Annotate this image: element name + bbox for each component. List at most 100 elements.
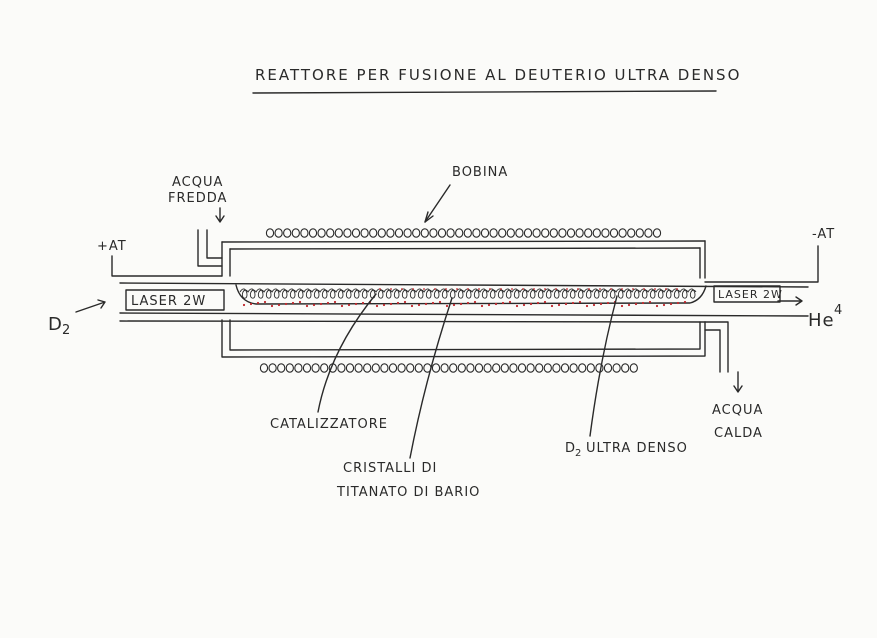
red-dot <box>277 303 281 307</box>
red-dot <box>312 303 316 307</box>
red-dot <box>401 288 403 290</box>
coil-loop <box>566 228 576 238</box>
coil-loop <box>274 228 283 238</box>
coil-loop <box>523 228 533 238</box>
red-dot <box>648 300 652 304</box>
red-dot <box>478 288 480 290</box>
coil-loop <box>592 228 601 238</box>
red-dot <box>375 304 379 308</box>
red-dot <box>566 288 568 290</box>
coil-loop <box>397 363 406 373</box>
red-dot <box>354 302 358 306</box>
coil-loop <box>621 363 630 373</box>
coil-loop <box>394 228 404 238</box>
coil-loop <box>334 228 343 238</box>
acqua-calda-label-line2: CALDA <box>714 426 763 441</box>
red-dot <box>412 288 414 290</box>
coil-loop <box>300 228 309 238</box>
coil-loop <box>515 228 524 238</box>
coil-loop <box>560 363 570 373</box>
red-dot <box>500 288 502 290</box>
coil-loop <box>627 228 636 238</box>
coil-loop <box>285 363 294 373</box>
cold-inlet-pipe-outer <box>197 229 223 267</box>
coil-loop <box>277 363 286 373</box>
coil-loop <box>351 228 361 238</box>
red-dot <box>578 300 582 304</box>
red-dot <box>256 301 260 305</box>
coil-loop <box>363 363 372 373</box>
jacket-bottom-outer <box>221 319 706 358</box>
coil-loop <box>354 363 363 373</box>
red-dot <box>669 302 673 306</box>
coil-loop <box>343 228 352 238</box>
coil-loop <box>380 363 389 373</box>
coil-loop <box>455 228 464 238</box>
coil-loop <box>377 228 386 238</box>
red-dot <box>396 301 400 305</box>
helix-path <box>239 288 697 299</box>
coil-loop <box>543 363 552 373</box>
coil-loop <box>552 363 561 373</box>
red-dot <box>467 288 469 290</box>
red-dot <box>410 304 414 308</box>
tube-top-wall <box>119 282 809 288</box>
jacket-top-inner <box>229 247 701 250</box>
bobina-label: BOBINA <box>452 165 508 180</box>
red-dot <box>361 301 365 305</box>
red-dot <box>333 300 337 304</box>
coil-loop <box>283 228 292 238</box>
acqua-calda-label-line1: ACQUA <box>712 403 763 418</box>
red-dot <box>522 303 526 307</box>
red-dot <box>550 304 554 308</box>
red-dot <box>494 302 498 306</box>
coil-loop <box>440 363 449 373</box>
red-dot <box>326 301 330 305</box>
red-dot <box>654 288 656 290</box>
coil-loop <box>420 228 429 238</box>
red-dot <box>445 288 447 290</box>
red-dot <box>511 288 513 290</box>
red-dot <box>529 302 533 306</box>
coil-loop <box>446 228 455 238</box>
red-dot <box>683 300 687 304</box>
coil-loop <box>535 363 544 373</box>
bobina-arrowhead <box>424 211 434 223</box>
acqua-fredda-arrow <box>215 207 225 223</box>
cristalli-label-line2: TITANATO DI BARIO <box>336 485 480 500</box>
minus-at-label: -AT <box>812 227 835 242</box>
red-dot <box>621 288 623 290</box>
red-dot <box>627 303 631 307</box>
red-dot <box>489 288 491 290</box>
d2-inlet-arrow <box>75 299 106 313</box>
he4-outlet-arrow <box>777 296 803 306</box>
coil-loop <box>586 363 595 373</box>
coil-loop <box>629 363 638 373</box>
red-dot <box>291 301 295 305</box>
red-dot <box>305 304 309 308</box>
red-dot <box>390 288 392 290</box>
coil-loop <box>603 363 613 373</box>
coil-loop <box>268 363 277 373</box>
coil-loop <box>526 363 535 373</box>
red-dot <box>564 302 568 306</box>
d2-ultra-subscript: 2 <box>575 448 582 459</box>
coil-loop <box>294 363 303 373</box>
red-dot <box>655 304 659 308</box>
coil-loop <box>302 363 312 373</box>
coil-loop <box>337 363 346 373</box>
catalizzatore-label: CATALIZZATORE <box>270 417 388 432</box>
coil-loop <box>386 228 395 238</box>
coil-loop <box>601 228 610 238</box>
red-dot <box>242 303 246 307</box>
hot-outlet-pipe-inner <box>704 329 721 373</box>
red-dot <box>610 288 612 290</box>
red-dot <box>452 303 456 307</box>
coil-loop <box>618 228 627 238</box>
red-dot <box>515 304 519 308</box>
red-dot <box>438 300 442 304</box>
barium-titanate-dots <box>242 288 687 308</box>
cold-inlet-pipe-inner <box>206 229 223 259</box>
coil-loop <box>517 363 527 373</box>
coil-loop <box>474 363 484 373</box>
